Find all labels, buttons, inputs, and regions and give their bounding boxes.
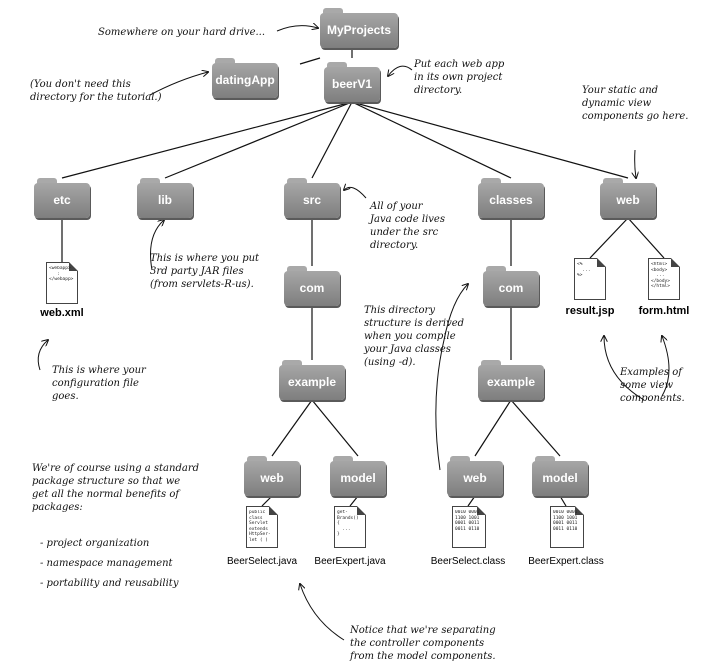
note-derived: This directory structure is derived when… bbox=[364, 305, 465, 368]
note-java-code: All of your Java code lives under the sr… bbox=[370, 201, 445, 251]
file-preview: public class Servlet extends HttpSer- le… bbox=[249, 510, 271, 543]
edge-myprojects-datingapp bbox=[299, 57, 321, 65]
file-form-html-name: form.html bbox=[638, 305, 690, 317]
file-preview: <html> <body> ... </body> </html> bbox=[651, 262, 670, 289]
benefit-item: - namespace management bbox=[40, 558, 173, 569]
file-form-html-icon[interactable]: <html> <body> ... </body> </html> bbox=[648, 258, 680, 300]
file-beerselect-java-icon[interactable]: public class Servlet extends HttpSer- le… bbox=[246, 506, 278, 548]
file-preview: 0010 0001 1100 1001 0001 0011 0011 0110 bbox=[455, 510, 480, 532]
folder-src-com[interactable]: com bbox=[284, 266, 340, 306]
file-beerexpert-java-icon[interactable]: get- Brands() { ... } bbox=[334, 506, 366, 548]
folder-classes-com[interactable]: com bbox=[483, 266, 539, 306]
edge-example-web-2 bbox=[474, 399, 512, 457]
folder-label: MyProjects bbox=[326, 23, 392, 37]
arrow-hard-drive bbox=[276, 26, 318, 32]
benefit-item: - portability and reusability bbox=[40, 578, 179, 589]
file-preview: <% ... %> bbox=[577, 262, 591, 278]
edge-web-beerselectclass bbox=[467, 495, 476, 507]
file-beerselect-class-name: BeerSelect.class bbox=[430, 556, 506, 567]
file-web-xml-icon[interactable]: <webapp> : </webapp> bbox=[46, 262, 78, 304]
file-preview: get- Brands() { ... } bbox=[337, 510, 359, 537]
folder-classes-web[interactable]: web bbox=[447, 456, 503, 496]
edge-beerv1-classes bbox=[351, 101, 512, 179]
folder-web-root[interactable]: web bbox=[600, 178, 656, 218]
note-examples: Examples of some view components. bbox=[620, 367, 685, 404]
folder-label: model bbox=[542, 471, 578, 485]
edge-model-beerexpert bbox=[349, 495, 359, 507]
folder-label: example bbox=[287, 375, 337, 389]
folder-label: lib bbox=[158, 193, 172, 207]
folder-datingapp[interactable]: datingApp bbox=[212, 58, 278, 98]
file-beerexpert-class-icon[interactable]: 0010 0001 1100 1001 0001 0011 0011 0110 bbox=[550, 506, 584, 548]
edge-beerv1-lib bbox=[164, 101, 353, 179]
arrow-java-code bbox=[344, 187, 367, 199]
arrow-separating bbox=[300, 584, 345, 641]
edge-web-resultjsp bbox=[589, 217, 629, 259]
arrow-dont-need bbox=[149, 72, 208, 96]
folder-beerv1[interactable]: beerV1 bbox=[324, 62, 380, 102]
folder-classes-example[interactable]: example bbox=[478, 360, 544, 400]
edge-model-beerexpertclass bbox=[559, 495, 567, 507]
folder-label: example bbox=[486, 375, 536, 389]
file-result-jsp-name: result.jsp bbox=[565, 305, 615, 317]
note-third-party: This is where you put 3rd party JAR file… bbox=[150, 253, 260, 290]
folder-etc[interactable]: etc bbox=[34, 178, 90, 218]
file-preview: 0010 0001 1100 1001 0001 0011 0011 0110 bbox=[553, 510, 578, 532]
arrow-config bbox=[37, 340, 48, 371]
note-hard-drive: Somewhere on your hard drive... bbox=[98, 27, 266, 38]
note-separating: Notice that we're separating the control… bbox=[350, 625, 496, 662]
folder-label: beerV1 bbox=[331, 77, 373, 91]
benefit-item: - project organization bbox=[40, 538, 150, 549]
edge-example-model-2 bbox=[510, 399, 561, 457]
edge-web-beerselect bbox=[261, 495, 273, 507]
edge-beerv1-web bbox=[351, 101, 629, 179]
edge-example-model bbox=[311, 399, 359, 457]
note-static-dynamic: Your static and dynamic view components … bbox=[582, 85, 689, 122]
arrow-static-dynamic bbox=[635, 149, 636, 178]
folder-classes-model[interactable]: model bbox=[532, 456, 588, 496]
note-dont-need: (You don't need this directory for the t… bbox=[30, 79, 162, 103]
folder-src-example[interactable]: example bbox=[279, 360, 345, 400]
folder-src-model[interactable]: model bbox=[330, 456, 386, 496]
arrow-examples-1 bbox=[604, 336, 645, 401]
arrow-own-project bbox=[388, 65, 413, 76]
folder-src[interactable]: src bbox=[284, 178, 340, 218]
arrow-derived bbox=[435, 284, 468, 471]
file-preview: <webapp> : </webapp> bbox=[49, 266, 74, 282]
edge-web-formhtml bbox=[627, 217, 665, 259]
file-beerexpert-class-name: BeerExpert.class bbox=[528, 556, 604, 567]
folder-label: com bbox=[498, 281, 524, 295]
folder-myprojects[interactable]: MyProjects bbox=[320, 8, 398, 48]
folder-label: web bbox=[616, 193, 640, 207]
file-beerexpert-java-name: BeerExpert.java bbox=[314, 556, 386, 567]
folder-lib[interactable]: lib bbox=[137, 178, 193, 218]
folder-label: web bbox=[463, 471, 487, 485]
note-config: This is where your configuration file go… bbox=[52, 365, 146, 402]
folder-label: com bbox=[299, 281, 325, 295]
folder-label: model bbox=[340, 471, 376, 485]
folder-label: web bbox=[260, 471, 284, 485]
arrow-examples-2 bbox=[662, 336, 670, 397]
folder-label: classes bbox=[489, 193, 533, 207]
folder-classes[interactable]: classes bbox=[478, 178, 544, 218]
folder-label: etc bbox=[53, 193, 71, 207]
file-web-xml-name: web.xml bbox=[40, 307, 84, 319]
folder-src-web[interactable]: web bbox=[244, 456, 300, 496]
edge-beerv1-etc bbox=[61, 101, 353, 179]
folder-label: datingApp bbox=[215, 73, 275, 87]
benefits-list: - project organization - namespace manag… bbox=[40, 538, 178, 598]
edge-example-web bbox=[271, 399, 313, 457]
note-own-project: Put each web app in its own project dire… bbox=[414, 59, 505, 96]
note-package: We're of course using a standard package… bbox=[32, 463, 200, 513]
folder-label: src bbox=[302, 193, 322, 207]
file-result-jsp-icon[interactable]: <% ... %> bbox=[574, 258, 606, 300]
edge-beerv1-src bbox=[311, 101, 353, 179]
file-beerselect-class-icon[interactable]: 0010 0001 1100 1001 0001 0011 0011 0110 bbox=[452, 506, 486, 548]
file-beerselect-java-name: BeerSelect.java bbox=[226, 556, 298, 567]
arrow-third-party bbox=[150, 220, 165, 271]
